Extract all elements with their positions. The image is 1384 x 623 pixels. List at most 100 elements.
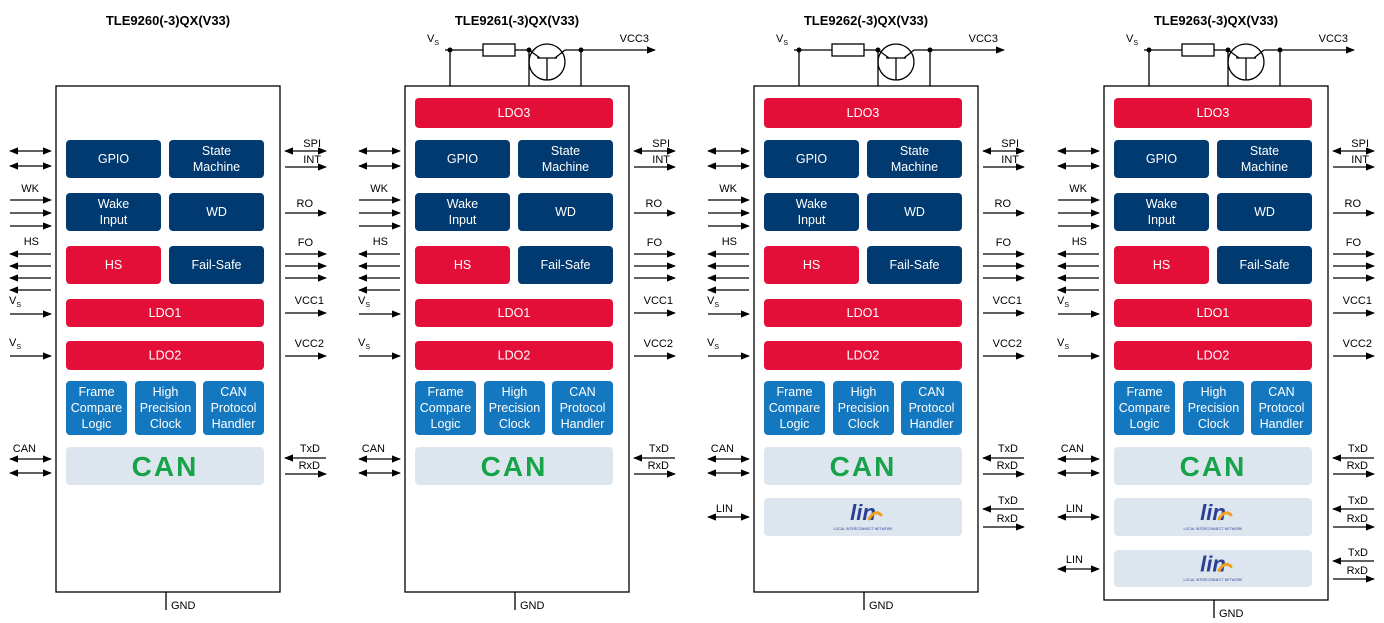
vcc1-label: VCC1 [1343,295,1372,307]
block-ldo1: LDO1 [1114,299,1312,327]
block-ldo1-box [764,299,962,327]
block-clock-text: Precision [489,401,540,415]
lin2-txd-label: TxD [1348,547,1368,559]
vcc2-label: VCC2 [993,338,1022,350]
block-ldo2-box [764,341,962,370]
can-transceiver-box [66,447,264,485]
block-high-side: HS [66,246,161,284]
block-can-protocol-box [552,381,613,435]
can-rxd-label: RxD [997,460,1018,472]
block-wake-input-box [415,193,510,231]
lin-swoosh [1217,511,1233,521]
fo-label: FO [1346,237,1362,249]
ro-label: RO [646,198,663,210]
block-clock-text: Precision [838,401,889,415]
int-label: INT [1001,154,1019,166]
block-ldo3-text: LDO3 [847,106,880,120]
can-txd-label: TxD [649,443,669,455]
block-fail-safe-box [169,246,264,284]
block-state-machine-box [518,140,613,178]
block-state-machine-text: Machine [891,160,938,174]
block-can-protocol-text: CAN [569,385,595,399]
fo-label: FO [647,237,663,249]
block-can-protocol-text: Handler [561,417,605,431]
block-ldo2: LDO2 [1114,341,1312,370]
gnd-label: GND [171,600,196,612]
block-watchdog: WD [169,193,264,231]
block-ldo1-box [1114,299,1312,327]
block-high-side-text: HS [454,258,471,272]
block-ldo3-box [764,98,962,128]
can-transceiver-box [1114,447,1312,485]
block-ldo3: LDO3 [415,98,613,128]
block-watchdog: WD [518,193,613,231]
block-fail-safe-text: Fail-Safe [540,258,590,272]
block-wake-input-text: Input [449,213,477,227]
lin-txd-label: TxD [1348,495,1368,507]
fo-label: FO [996,237,1012,249]
block-ldo1: LDO1 [415,299,613,327]
block-watchdog-text: WD [555,205,576,219]
block-state-machine-box [867,140,962,178]
vcc1-label: VCC1 [993,295,1022,307]
vcc1-label: VCC1 [295,295,324,307]
can-rxd-label: RxD [1347,460,1368,472]
can-rxd-label: RxD [299,460,320,472]
int-label: INT [1351,154,1369,166]
block-can-protocol-text: Handler [910,417,954,431]
vcc2-label: VCC2 [644,338,673,350]
device-title: TLE9262(-3)QX(V33) [804,13,928,28]
block-ldo1-box [66,299,264,327]
vs-supply-label: VS [776,33,788,47]
block-ldo1: LDO1 [764,299,962,327]
block-state-machine-text: Machine [542,160,589,174]
lin-label: LIN [1066,554,1083,566]
gnd-label: GND [520,600,545,612]
spi-label: SPI [303,138,321,150]
block-ldo3: LDO3 [764,98,962,128]
gnd-label: GND [1219,608,1244,620]
device-title: TLE9263(-3)QX(V33) [1154,13,1278,28]
device-title: TLE9260(-3)QX(V33) [106,13,230,28]
can-logo: CAN [1180,451,1247,482]
device-0: TLE9260(-3)QX(V33)GPIOStateMachineWakeIn… [9,13,327,612]
block-ldo2: LDO2 [66,341,264,370]
can-transceiver: CAN [1114,447,1312,485]
can-txd-label: TxD [1348,443,1368,455]
block-state-machine-text: State [1250,144,1279,158]
lin-subtitle: LOCAL INTERCONNECT NETWORK [1184,527,1244,531]
wk-label: WK [719,183,737,195]
block-ldo2: LDO2 [415,341,613,370]
wire [903,49,915,59]
hs-label: HS [1072,236,1087,248]
block-fail-safe-text: Fail-Safe [191,258,241,272]
can-transceiver: CAN [764,447,962,485]
block-frame-compare-text: Compare [769,401,820,415]
block-clock-text: High [851,385,877,399]
vcc3-label: VCC3 [620,33,649,45]
lin-transceiver-box [764,498,962,536]
block-frame-compare-text: Logic [431,417,461,431]
block-ldo2-text: LDO2 [847,349,880,363]
block-wake-input-text: Input [1148,213,1176,227]
block-high-side-text: HS [803,258,820,272]
ro-label: RO [297,198,314,210]
block-high-side-box [415,246,510,284]
block-frame-compare-text: Frame [776,385,812,399]
